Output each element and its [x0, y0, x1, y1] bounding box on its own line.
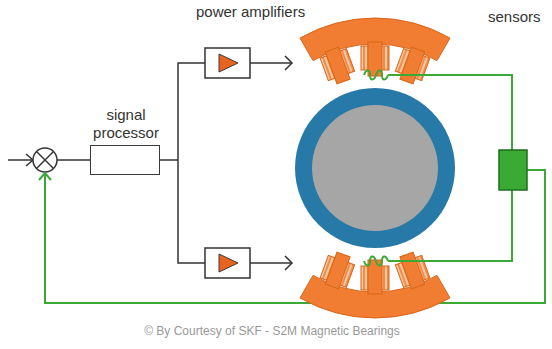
amplifier-symbol	[219, 254, 238, 272]
stator-bottom	[300, 250, 450, 318]
sensor-wire	[388, 190, 512, 261]
credit-note: © By Courtesy of SKF - S2M Magnetic Bear…	[0, 322, 548, 340]
process-box: signal processor	[90, 145, 160, 175]
arrow-head	[285, 56, 292, 70]
rotor-ring	[295, 88, 455, 248]
arrow-head	[39, 173, 51, 180]
feedback-wire	[45, 170, 545, 303]
signal-wire	[160, 159, 178, 161]
amplifier-symbol	[219, 54, 238, 72]
summing-cross	[37, 152, 54, 169]
summing-junction	[33, 148, 57, 172]
sensor-coil	[364, 71, 388, 80]
rotor-shaft	[312, 105, 438, 231]
amplifier-box	[205, 248, 250, 278]
amplifier-output	[250, 62, 292, 64]
amplifier-box	[205, 48, 250, 78]
amplifier-output	[250, 262, 292, 264]
signal-wire	[57, 159, 90, 161]
arrow-head	[285, 256, 292, 270]
arrow-head	[26, 154, 33, 166]
input-line	[8, 159, 33, 161]
stator-top	[300, 18, 450, 86]
sensor-wire	[388, 75, 512, 150]
sensor-coil	[364, 257, 388, 266]
box-heading: signal processor	[78, 106, 174, 142]
summing-cross	[37, 152, 54, 169]
signal-wire	[178, 63, 205, 263]
sensor-box	[499, 150, 527, 190]
part-label: sensors	[488, 8, 541, 26]
part-label: power amplifiers	[196, 3, 305, 21]
